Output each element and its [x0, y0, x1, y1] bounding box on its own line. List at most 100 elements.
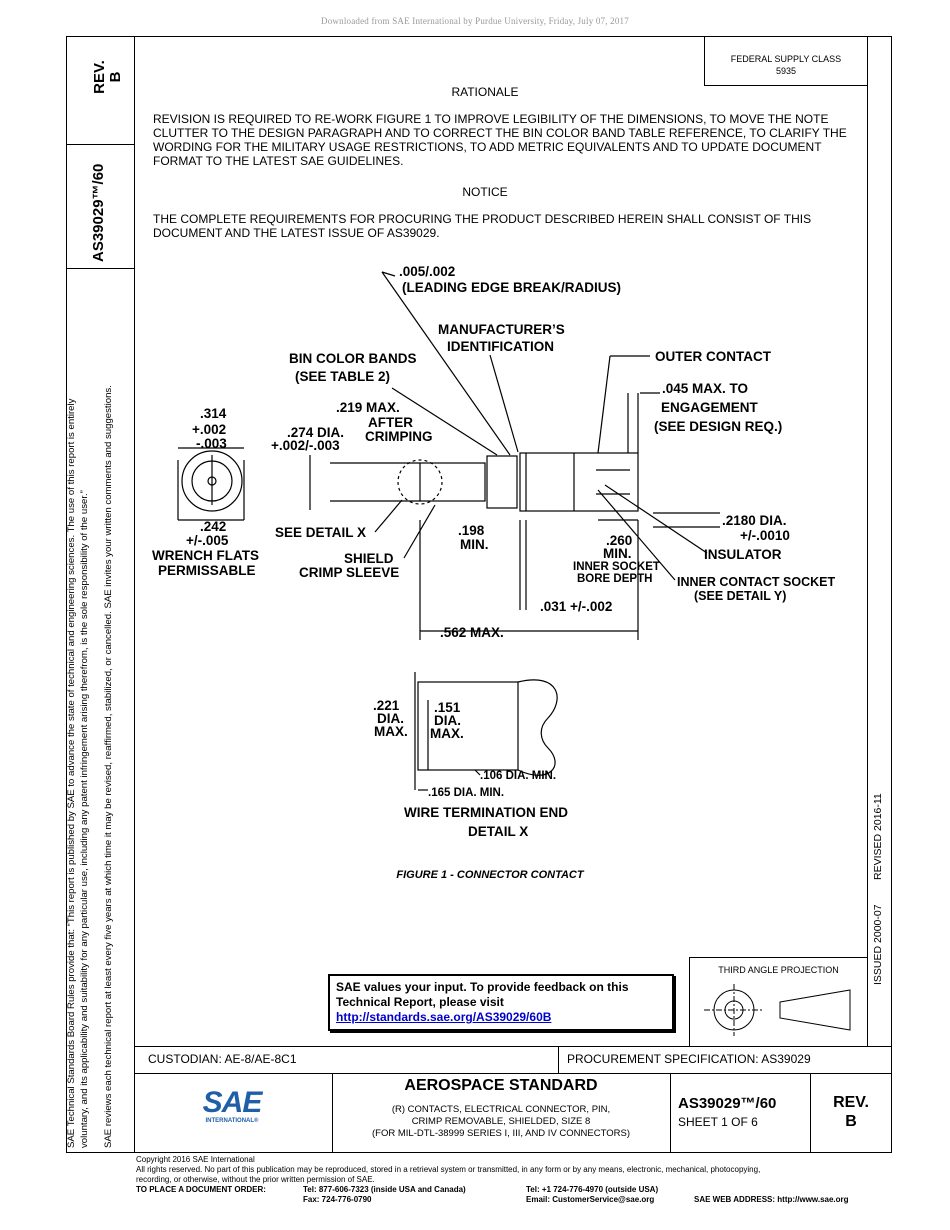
label-314-2: +.002: [192, 422, 226, 437]
side-divider-2: [66, 268, 135, 269]
footer-fax: Fax: 724-776-0790: [303, 1195, 372, 1204]
frame-left: [66, 36, 67, 1153]
footer-copyright: Copyright 2016 SAE International: [136, 1155, 255, 1164]
label-detail-2: DETAIL X: [468, 824, 528, 839]
footer-order-label: TO PLACE A DOCUMENT ORDER:: [136, 1185, 266, 1194]
tb-line-3: [134, 1152, 892, 1153]
label-mfr-1: MANUFACTURER’S: [438, 322, 565, 337]
projection-symbol: [704, 984, 851, 1036]
outer-contact: [519, 452, 639, 512]
feedback-line1: SAE values your input. To provide feedba…: [336, 980, 629, 994]
footer-rights-2: recording, or otherwise, without the pri…: [136, 1175, 375, 1184]
label-198-1: .198: [458, 523, 485, 538]
label-045-3: (SEE DESIGN REQ.): [654, 419, 782, 434]
label-165: .165 DIA. MIN.: [428, 787, 504, 799]
label-151-2: DIA.: [434, 713, 461, 728]
label-socket-2: (SEE DETAIL Y): [694, 589, 786, 603]
label-219-2: AFTER: [368, 415, 413, 430]
label-wrench-1: WRENCH FLATS: [152, 548, 259, 563]
feedback-line2: Technical Report, please visit: [336, 995, 504, 1009]
footer: Copyright 2016 SAE International All rig…: [136, 1155, 896, 1205]
footer-email: Email: CustomerService@sae.org: [526, 1195, 655, 1204]
label-045-1: .045 MAX. TO: [662, 381, 748, 396]
sae-logo: SAE INTERNATIONAL®: [196, 1088, 268, 1125]
tb-rev-value: B: [845, 1113, 857, 1130]
frame-right: [891, 36, 892, 1153]
footer-rights-1: All rights reserved. No part of this pub…: [136, 1165, 761, 1174]
footer-tel-us: Tel: 877-606-7323 (inside USA and Canada…: [303, 1185, 466, 1194]
projection-label: THIRD ANGLE PROJECTION: [718, 965, 839, 975]
connector-contact-drawing: .005/.002 (LEADING EDGE BREAK/RADIUS) MA…: [152, 264, 835, 839]
title-line3: (FOR MIL-DTL-38999 SERIES I, III, AND IV…: [372, 1128, 630, 1139]
label-bore-2: BORE DEPTH: [577, 573, 652, 585]
body-band: [486, 455, 518, 509]
label-314-1: .314: [200, 406, 227, 421]
label-274-1: .274 DIA.: [287, 425, 344, 440]
label-031: .031 +/-.002: [540, 599, 612, 614]
title-line1: (R) CONTACTS, ELECTRICAL CONNECTOR, PIN,: [391, 1104, 611, 1115]
label-edge-break-2: (LEADING EDGE BREAK/RADIUS): [402, 280, 621, 295]
label-242-1: .242: [200, 519, 226, 534]
side-divider-1: [66, 144, 135, 145]
notice-text: THE COMPLETE REQUIREMENTS FOR PROCURING …: [153, 212, 812, 240]
feedback-link[interactable]: http://standards.sae.org/AS39029/60B: [336, 1010, 552, 1024]
label-198-2: MIN.: [460, 537, 489, 552]
frame-left-strip: [134, 36, 135, 1153]
procurement-spec: PROCUREMENT SPECIFICATION: AS39029: [567, 1052, 811, 1066]
issued-date: ISSUED 2000-07: [872, 904, 884, 985]
label-260-2: MIN.: [603, 546, 632, 561]
label-detail-1: WIRE TERMINATION END: [404, 805, 568, 820]
label-274-2: +.002/-.003: [271, 438, 340, 453]
federal-supply-line2: 5935: [775, 66, 797, 76]
tb-vline-1: [558, 1046, 559, 1074]
rationale-heading: RATIONALE: [451, 85, 519, 99]
standard-type: AEROSPACE STANDARD: [404, 1077, 598, 1094]
label-shield-2: CRIMP SLEEVE: [299, 565, 399, 580]
label-wrench-2: PERMISSABLE: [158, 563, 256, 578]
label-151-3: MAX.: [430, 726, 464, 741]
label-mfr-2: IDENTIFICATION: [447, 339, 554, 354]
label-bin-2: (SEE TABLE 2): [295, 369, 390, 384]
label-151-1: .151: [434, 700, 461, 715]
label-045-2: ENGAGEMENT: [661, 400, 759, 415]
figure-caption: FIGURE 1 - CONNECTOR CONTACT: [396, 869, 584, 881]
label-2180-1: .2180 DIA.: [722, 513, 787, 528]
label-insulator: INSULATOR: [704, 547, 782, 562]
title-text: (R) CONTACTS, ELECTRICAL CONNECTOR, PIN,…: [332, 1104, 670, 1140]
tb-rev-label: REV.: [833, 1094, 869, 1111]
label-edge-break-1: .005/.002: [399, 264, 455, 279]
tb-sheet: SHEET 1 OF 6: [678, 1115, 758, 1129]
tb-vline-4: [810, 1073, 811, 1153]
notice-heading: NOTICE: [462, 185, 508, 199]
projection-box: THIRD ANGLE PROJECTION: [689, 957, 867, 1046]
sae-logo-sub: INTERNATIONAL®: [205, 1118, 259, 1124]
label-242-2: +/-.005: [186, 533, 229, 548]
label-219-3: CRIMPING: [365, 429, 433, 444]
federal-supply-line1: FEDERAL SUPPLY CLASS: [730, 54, 842, 64]
footer-web: SAE WEB ADDRESS: http://www.sae.org: [694, 1195, 849, 1204]
frame-right-strip: [867, 36, 868, 1046]
footer-tel-intl: Tel: +1 724-776-4970 (outside USA): [526, 1185, 659, 1194]
federal-supply-box: FEDERAL SUPPLY CLASS 5935: [704, 36, 867, 86]
download-banner: Downloaded from SAE International by Pur…: [321, 16, 629, 26]
detail-x-circle: [397, 459, 443, 505]
label-562: .562 MAX.: [440, 625, 504, 640]
rationale-text: REVISION IS REQUIRED TO RE-WORK FIGURE 1…: [153, 112, 847, 168]
tb-rev: REV. B: [810, 1093, 892, 1131]
tb-line-2: [134, 1073, 892, 1074]
figure-labels: .005/.002 (LEADING EDGE BREAK/RADIUS) MA…: [152, 264, 790, 839]
label-see-detail-x: SEE DETAIL X: [275, 525, 366, 540]
label-bin-1: BIN COLOR BANDS: [289, 351, 417, 366]
label-221-2: DIA.: [377, 711, 404, 726]
end-view-outer: [181, 450, 243, 512]
label-bore-1: INNER SOCKET: [573, 561, 660, 573]
tb-vline-3: [670, 1073, 671, 1153]
crimp-sleeve: [419, 462, 486, 502]
label-221-1: .221: [373, 698, 400, 713]
tb-doc-number: AS39029™/60: [678, 1095, 777, 1112]
detail-x-body: [417, 681, 519, 771]
label-314-3: -.003: [196, 436, 227, 451]
tb-vline-2: [332, 1073, 333, 1153]
label-2180-2: +/-.0010: [740, 528, 790, 543]
label-shield-1: SHIELD: [344, 551, 394, 566]
